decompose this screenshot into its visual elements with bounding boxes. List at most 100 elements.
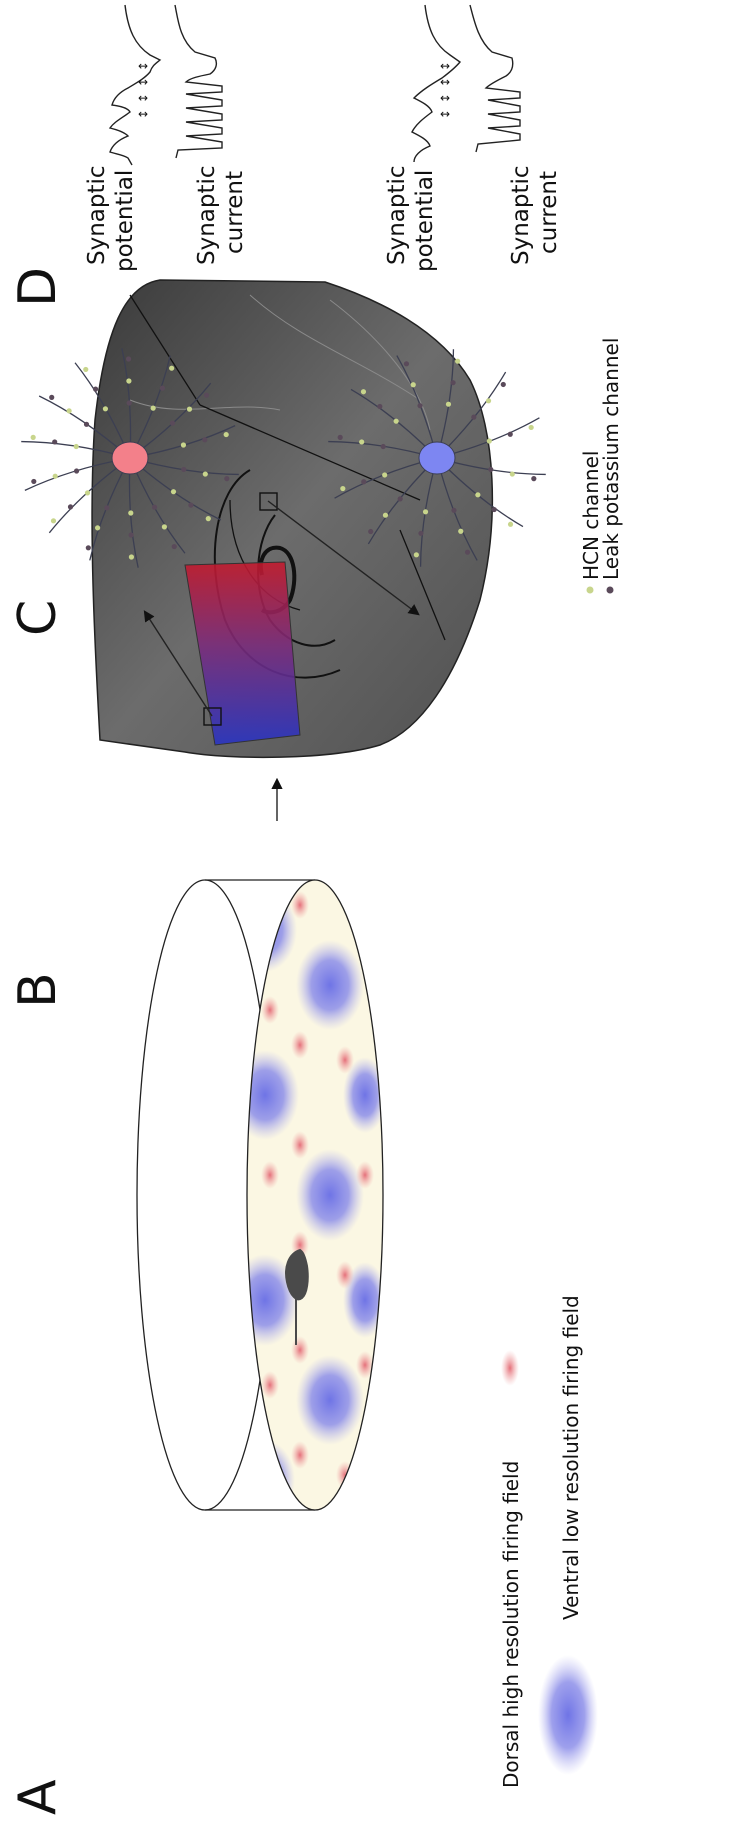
legend-c: HCN channel Leak potassium channel <box>579 338 623 594</box>
leak-channel-dot <box>129 532 134 537</box>
hcn-channel-dot <box>85 490 90 495</box>
hcn-channel-dot <box>162 524 167 529</box>
hcn-channel-dot <box>169 366 174 371</box>
hcn-channel-dot <box>361 389 366 394</box>
hcn-channel-swatch <box>587 587 594 594</box>
leak-channel-dot <box>172 544 177 549</box>
hcn-arrow-icon: ↔ <box>138 75 148 89</box>
dorsal-field-blob <box>291 1031 309 1059</box>
hcn-arrow-icon: ↔ <box>440 59 450 73</box>
hcn-channel-dot <box>394 419 399 424</box>
leak-channel-dot <box>451 508 456 513</box>
leak-channel-dot <box>381 444 386 449</box>
hcn-channel-dot <box>475 492 480 497</box>
hcn-channel-dot <box>359 439 364 444</box>
leak-channel-dot <box>465 550 470 555</box>
hcn-channel-dot <box>487 438 492 443</box>
hcn-arrow-icon: ↔ <box>138 91 148 105</box>
leak-channel-dot <box>471 415 476 420</box>
hcn-arrow-icon: ↔ <box>138 59 148 73</box>
leak-channel-dot <box>31 479 36 484</box>
leak-channel-dot <box>170 420 175 425</box>
hcn-channel-dot <box>74 444 79 449</box>
leak-channel-dot <box>188 503 193 508</box>
leak-channel-dot <box>202 437 207 442</box>
hcn-channel-dot <box>446 402 451 407</box>
leak-legend-label: Leak potassium channel <box>599 338 623 580</box>
leak-channel-dot <box>104 505 109 510</box>
leak-channel-dot <box>68 504 73 509</box>
dorsal-field-blob <box>336 1461 354 1489</box>
hcn-channel-dot <box>31 435 36 440</box>
hcn-channel-dot <box>51 518 56 523</box>
dorsal-field-blob <box>336 1046 354 1074</box>
hcn-channel-dot <box>508 522 513 527</box>
dorsal-field-blob <box>291 1336 309 1364</box>
panel-label-d: D <box>8 267 68 307</box>
dorsal-potential-label-1: Synaptic <box>84 165 110 265</box>
hcn-channel-dot <box>103 406 108 411</box>
leak-channel-dot <box>501 382 506 387</box>
legend-a: Dorsal high resolution firing field Vent… <box>499 1295 598 1788</box>
dorsal-synaptic-potential-trace <box>110 5 160 165</box>
hcn-channel-dot <box>414 552 419 557</box>
hcn-channel-dot <box>151 406 156 411</box>
dorsal-field-blob <box>291 1441 309 1469</box>
leak-channel-dot <box>52 439 57 444</box>
hcn-channel-dot <box>53 474 58 479</box>
hcn-channel-dot <box>181 442 186 447</box>
hcn-channel-dot <box>126 378 131 383</box>
hcn-channel-dot <box>411 382 416 387</box>
hcn-channel-dot <box>128 510 133 515</box>
dorsal-field-blob <box>261 1161 279 1189</box>
leak-channel-swatch <box>607 587 614 594</box>
hcn-arrow-icon: ↔ <box>440 91 450 105</box>
leak-channel-dot <box>417 403 422 408</box>
leak-channel-dot <box>488 467 493 472</box>
hcn-channel-dot <box>187 407 192 412</box>
hcn-arrow-icon: ↔ <box>138 107 148 121</box>
hcn-channel-dot <box>129 554 134 559</box>
hcn-channel-dot <box>423 509 428 514</box>
firing-field-map <box>231 870 390 1520</box>
dorsal-potential-label-2: potential <box>112 170 138 272</box>
leak-channel-dot <box>93 387 98 392</box>
ventral-potential-label-2: potential <box>412 170 438 272</box>
dorsal-field-blob <box>336 1261 354 1289</box>
leak-channel-dot <box>418 531 423 536</box>
dorsal-field-blob <box>261 1371 279 1399</box>
leak-channel-dot <box>361 479 366 484</box>
neuron-soma <box>112 442 148 474</box>
leak-channel-dot <box>74 468 79 473</box>
hcn-channel-dot <box>455 359 460 364</box>
dorsal-field-blob <box>291 1131 309 1159</box>
dorsal-current-label-2: current <box>222 171 248 254</box>
leak-channel-dot <box>152 505 157 510</box>
ventral-field-blob <box>296 1355 364 1445</box>
leak-channel-dot <box>404 361 409 366</box>
panel-d-traces: ↔ ↔ ↔ ↔ ↔ ↔ ↔ ↔ Synaptic potential Synap… <box>84 5 562 272</box>
hcn-channel-dot <box>224 432 229 437</box>
hcn-channel-dot <box>383 513 388 518</box>
leak-channel-dot <box>508 432 513 437</box>
panel-label-b: B <box>8 972 68 1008</box>
leak-channel-dot <box>224 476 229 481</box>
hcn-channel-dot <box>206 516 211 521</box>
leak-channel-dot <box>127 400 132 405</box>
dorsal-legend-swatch <box>501 1350 519 1386</box>
ventral-synaptic-current-trace <box>470 5 520 152</box>
hcn-channel-dot <box>486 398 491 403</box>
ventral-legend-swatch <box>538 1655 598 1775</box>
hcn-channel-dot <box>340 486 345 491</box>
panel-label-a: A <box>8 1779 68 1815</box>
leak-channel-dot <box>338 435 343 440</box>
leak-channel-dot <box>204 393 209 398</box>
ventral-legend-label: Ventral low resolution firing field <box>559 1295 583 1620</box>
dorsal-field-blob <box>261 996 279 1024</box>
leak-channel-dot <box>377 404 382 409</box>
neuron-soma <box>419 442 455 474</box>
leak-channel-dot <box>86 545 91 550</box>
hcn-channel-dot <box>83 367 88 372</box>
leak-channel-dot <box>84 422 89 427</box>
